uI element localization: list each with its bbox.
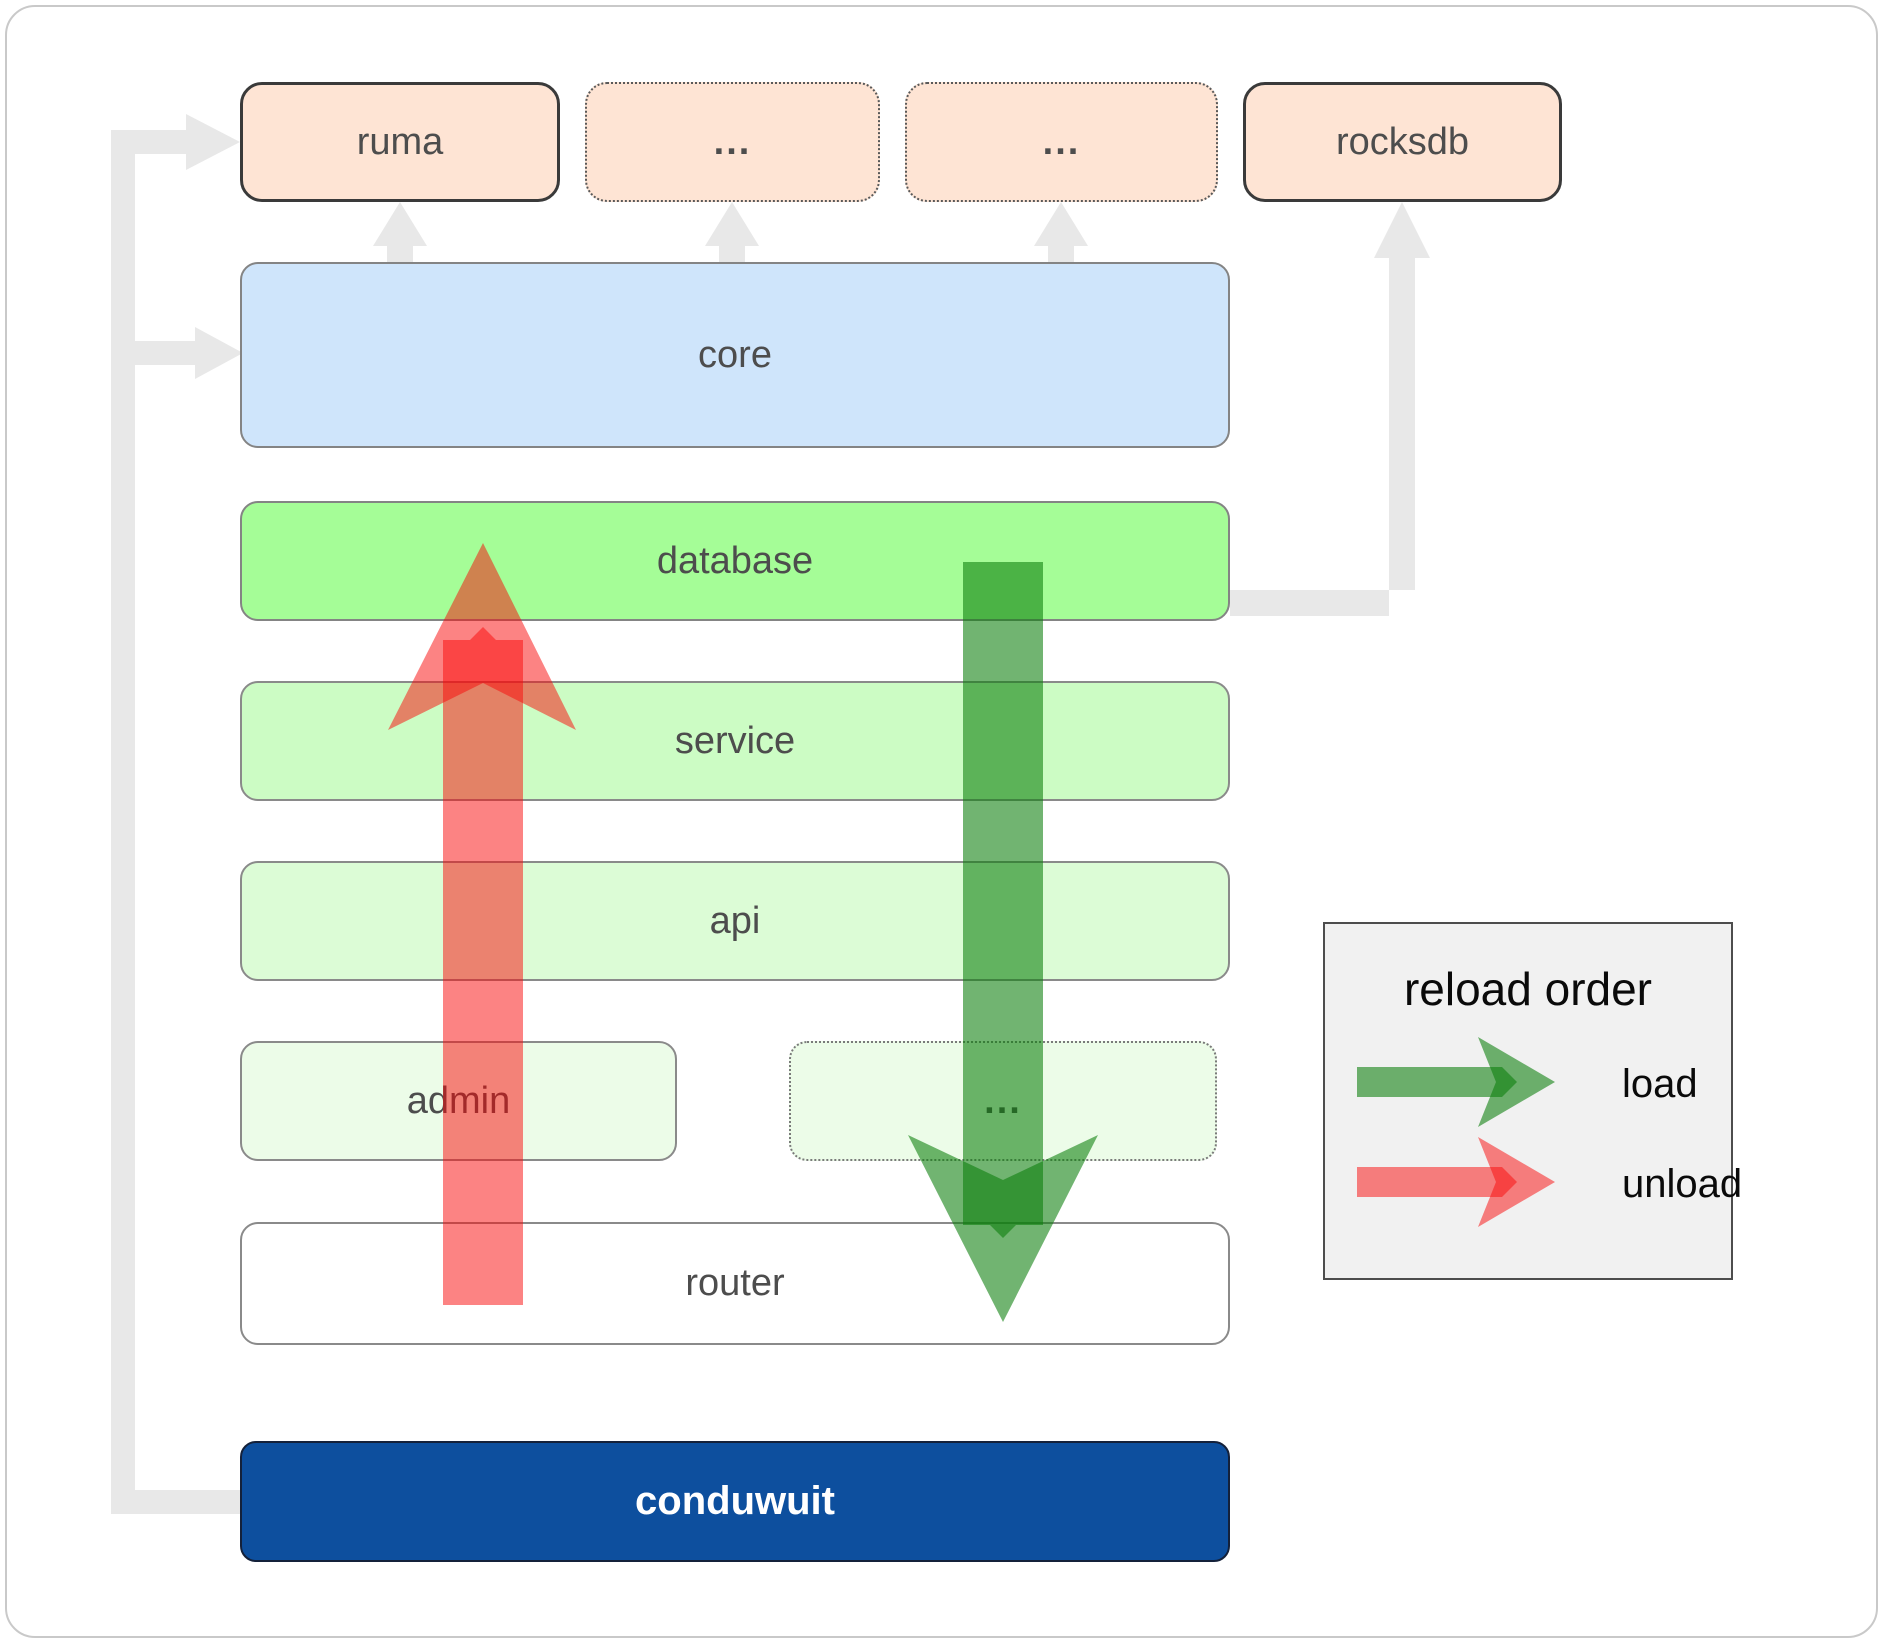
box-ruma: ruma (240, 82, 560, 202)
box-rocksdb: rocksdb (1243, 82, 1562, 202)
box-core: core (240, 262, 1230, 448)
box-service-label: service (674, 719, 796, 762)
legend-title: reload order (1403, 963, 1653, 1015)
box-ellipsis-c: ... (789, 1041, 1217, 1161)
box-ellipsis-a-label: ... (713, 120, 752, 163)
box-conduwuit-label: conduwuit (635, 1479, 835, 1523)
box-database: database (240, 501, 1230, 621)
box-admin: admin (240, 1041, 677, 1161)
box-database-label: database (656, 539, 814, 582)
legend-load-label: load (1622, 1062, 1698, 1106)
box-router: router (240, 1222, 1230, 1345)
box-service: service (240, 681, 1230, 801)
box-api: api (240, 861, 1230, 981)
box-api-label: api (709, 899, 761, 942)
diagram-frame (5, 5, 1878, 1638)
box-rocksdb-label: rocksdb (1335, 120, 1470, 163)
box-ellipsis-b-label: ... (1042, 120, 1081, 163)
box-admin-label: admin (406, 1079, 511, 1122)
box-router-label: router (685, 1262, 785, 1304)
box-core-label: core (698, 333, 772, 376)
box-ellipsis-b: ... (905, 82, 1218, 202)
box-conduwuit: conduwuit (240, 1441, 1230, 1562)
box-ruma-label: ruma (356, 120, 444, 163)
legend-unload-label: unload (1622, 1162, 1743, 1206)
box-ellipsis-a: ... (585, 82, 880, 202)
legend-reload-order: reload order load unload (1323, 922, 1742, 1280)
box-ellipsis-c-label: ... (984, 1079, 1022, 1122)
